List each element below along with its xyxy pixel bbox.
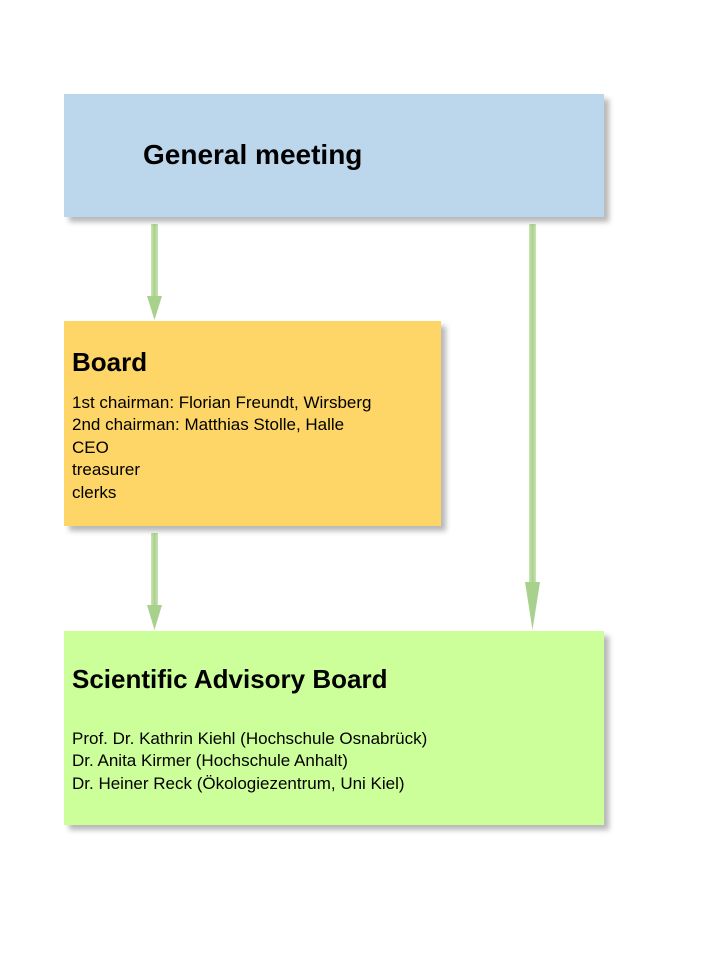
arrow-general-to-board (147, 224, 162, 320)
board-role-first-chairman: 1st chairman: Florian Freundt, Wirsberg (72, 393, 372, 412)
board-role-treasurer: treasurer (72, 460, 141, 480)
arrow-board-to-advisory (147, 533, 162, 630)
arrow-general-to-advisory (525, 224, 540, 630)
general-meeting-box: General meeting (64, 94, 604, 217)
advisory-board-title: Scientific Advisory Board (72, 664, 388, 694)
board-box: Board 1st chairman: Florian Freundt, Wir… (64, 321, 441, 526)
board-role-clerks: clerks (72, 482, 117, 502)
board-role-second-chairman: 2nd chairman: Matthias Stolle, Halle (72, 415, 345, 435)
board-roles: 1st chairman: Florian Freundt, Wirsberg … (72, 392, 372, 504)
advisory-member: Dr. Heiner Reck (Ökologiezentrum, Uni Ki… (72, 773, 405, 793)
advisory-members: Prof. Dr. Kathrin Kiehl (Hochschule Osna… (72, 728, 427, 795)
scientific-advisory-board-box: Scientific Advisory Board Prof. Dr. Kath… (64, 631, 604, 825)
board-title: Board (72, 347, 148, 377)
advisory-member: Dr. Anita Kirmer (Hochschule Anhalt) (72, 751, 348, 771)
advisory-member: Prof. Dr. Kathrin Kiehl (Hochschule Osna… (72, 729, 428, 748)
general-meeting-title: General meeting (143, 139, 363, 170)
board-role-ceo: CEO (72, 437, 109, 457)
